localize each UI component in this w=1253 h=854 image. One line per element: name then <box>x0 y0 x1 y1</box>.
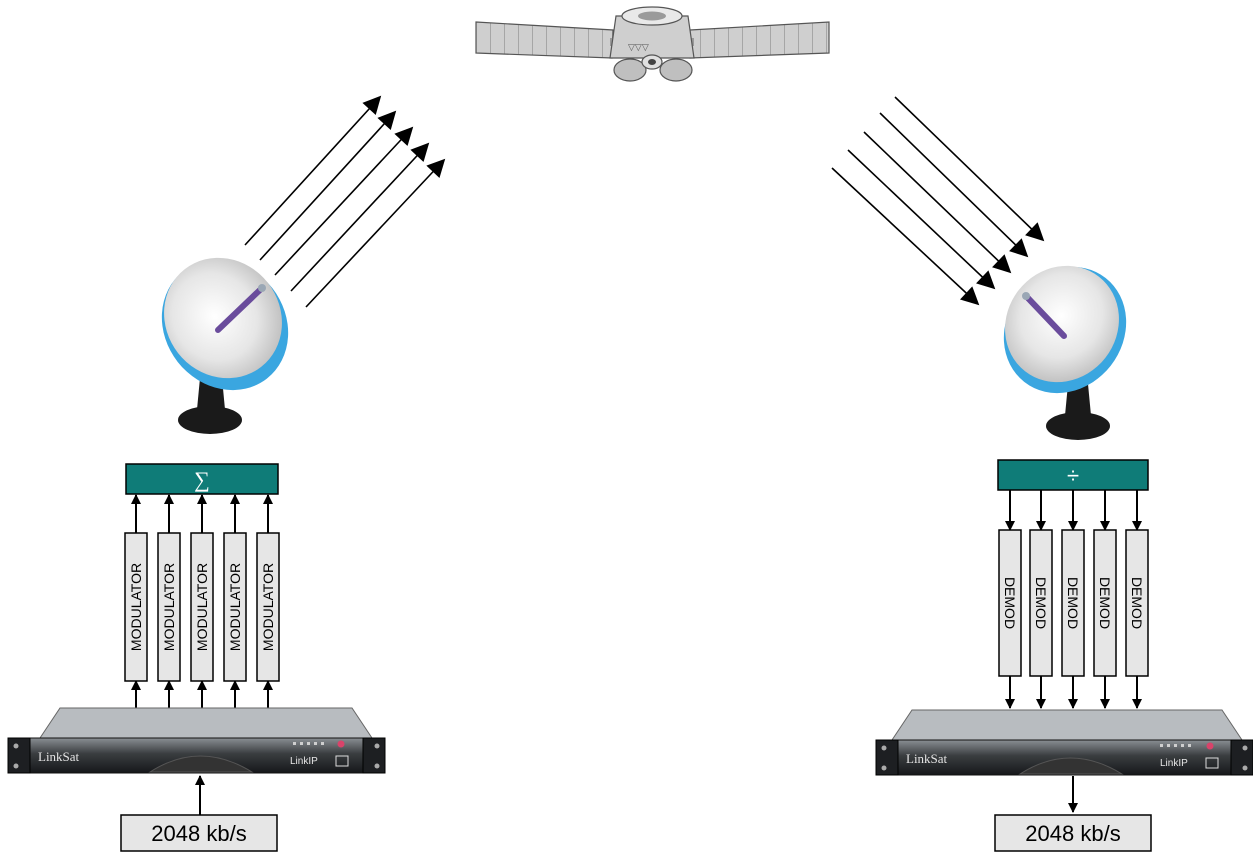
right-rack-ear <box>363 738 385 773</box>
modulator-channel-1: MODULATOR <box>125 495 147 708</box>
transmit-dish-icon <box>136 234 314 434</box>
demod-channel-1: DEMOD <box>999 490 1021 708</box>
modulator-channel-label: MODULATOR <box>128 563 144 651</box>
transmit-dish-reflector <box>140 234 306 402</box>
power-led <box>338 741 345 748</box>
satellite-icon: ▽▽▽ <box>476 7 829 81</box>
demod-channel-3: DEMOD <box>1062 490 1084 708</box>
modulator-channels: MODULATOR MODULATOR MODULATOR MODULATOR MODU… <box>125 495 279 708</box>
receive-model-label: LinkIP <box>1160 758 1188 769</box>
uplink-beam-2 <box>260 112 395 260</box>
demod-channel-label: DEMOD <box>1033 577 1049 629</box>
modulator-channel-2: MODULATOR <box>158 495 180 708</box>
demod-channel-2: DEMOD <box>1030 490 1052 708</box>
uplink-beam-3 <box>275 128 412 275</box>
input-rate-box: 2048 kb/s <box>121 815 277 851</box>
downlink-beam-1 <box>895 97 1043 240</box>
receive-dish-icon <box>979 242 1152 440</box>
modulator-channel-label: MODULATOR <box>227 563 243 651</box>
modulator-channel-3: MODULATOR <box>191 495 213 708</box>
output-rate-box: 2048 kb/s <box>995 815 1151 851</box>
uplink-beam-arrows <box>245 97 444 307</box>
splitter-box: ÷ <box>998 460 1148 490</box>
transmit-model-label: LinkIP <box>290 756 318 767</box>
transmit-brand-label: LinkSat <box>38 749 80 764</box>
uplink-beam-1 <box>245 97 380 245</box>
left-solar-panel <box>476 22 613 58</box>
combiner-box: ∑ <box>126 464 278 494</box>
satellite-top-feed <box>638 12 666 21</box>
demod-channel-label: DEMOD <box>1065 577 1081 629</box>
downlink-beam-2 <box>880 113 1027 256</box>
modulator-channel-4: MODULATOR <box>224 495 246 708</box>
receive-brand-label: LinkSat <box>906 751 948 766</box>
right-solar-panel <box>690 22 829 58</box>
satellite-bottom-dish-right <box>660 59 692 81</box>
demod-channel-4: DEMOD <box>1094 490 1116 708</box>
demod-channel-5: DEMOD <box>1126 490 1148 708</box>
demod-channel-label: DEMOD <box>1097 577 1113 629</box>
modulator-channel-label: MODULATOR <box>161 563 177 651</box>
downlink-beam-5 <box>832 168 978 304</box>
left-rack-ear <box>876 740 898 775</box>
modulator-channel-label: MODULATOR <box>194 563 210 651</box>
output-rate-label: 2048 kb/s <box>1025 821 1120 846</box>
left-rack-ear <box>8 738 30 773</box>
input-rate-label: 2048 kb/s <box>151 821 246 846</box>
transmit-rack-device: LinkSat LinkIP <box>8 708 385 773</box>
downlink-beam-arrows <box>832 97 1043 304</box>
demodulator-channels: DEMOD DEMOD DEMOD DEMOD DEMOD <box>999 490 1148 708</box>
receive-rack-device: LinkSat LinkIP <box>876 710 1253 775</box>
power-led <box>1207 743 1214 750</box>
downlink-beam-3 <box>864 132 1010 272</box>
svg-text:▽▽▽: ▽▽▽ <box>628 42 649 52</box>
combiner-symbol: ∑ <box>194 467 210 492</box>
satellite-bottom-dish-left <box>614 59 646 81</box>
splitter-symbol: ÷ <box>1067 463 1079 488</box>
modulator-channel-5: MODULATOR <box>257 495 279 708</box>
modulator-channel-label: MODULATOR <box>260 563 276 651</box>
right-rack-ear <box>1231 740 1253 775</box>
uplink-beam-5 <box>306 160 444 307</box>
uplink-beam-4 <box>291 144 428 291</box>
demod-channel-label: DEMOD <box>1129 577 1145 629</box>
demod-channel-label: DEMOD <box>1002 577 1018 629</box>
